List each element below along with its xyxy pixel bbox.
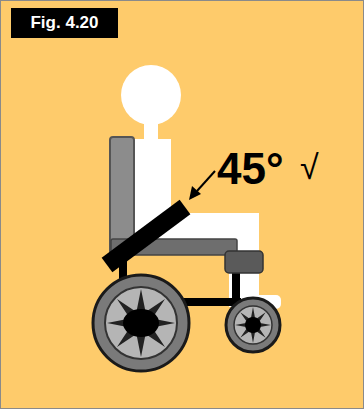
- check-mark: √: [300, 150, 319, 184]
- front-wheel: [226, 298, 280, 352]
- lap-belt: [107, 207, 185, 265]
- front-wheel-rim: [234, 306, 272, 344]
- armrest: [225, 251, 263, 273]
- front-wheel-hub: [245, 317, 261, 333]
- front-wheel-spokes: [235, 307, 271, 343]
- neck: [144, 123, 158, 141]
- rear-wheel-hub: [123, 309, 159, 337]
- leader-arrowhead: [189, 186, 201, 200]
- figure-number: Fig. 4.20: [30, 13, 98, 33]
- rear-wheel-spokes: [107, 289, 175, 357]
- head: [121, 65, 181, 125]
- rear-wheel: [93, 275, 189, 371]
- figure-tag: Fig. 4.20: [11, 8, 118, 38]
- angle-value: 45°: [217, 147, 284, 191]
- rear-wheel-rim: [105, 287, 177, 359]
- leader-line: [197, 171, 215, 191]
